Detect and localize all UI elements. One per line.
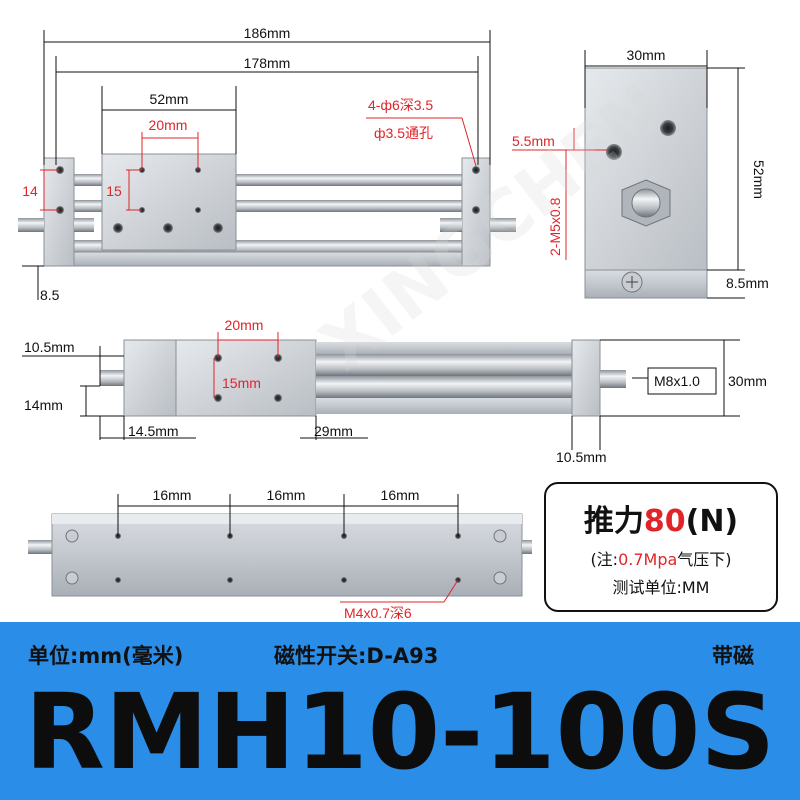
right-stopper — [440, 218, 462, 232]
spec-box: 推力80(N) (注:0.7Mpa气压下) 测试单位:MM — [544, 482, 778, 612]
end-plate — [584, 67, 708, 275]
pressure-note: (注:0.7Mpa气压下) — [546, 546, 776, 570]
hole — [606, 144, 622, 160]
dim-left-height: 14 — [22, 183, 38, 199]
hole — [227, 577, 233, 583]
dim-side-left-gap: 10.5mm — [24, 339, 75, 355]
hole-note-line2: ф3.5通孔 — [374, 125, 433, 141]
dim-bottom-offset: 8.5 — [40, 287, 60, 303]
dim-side-thread: M8x1.0 — [654, 373, 700, 389]
left-end-block — [123, 339, 177, 417]
force-rating: 推力80(N) — [546, 496, 776, 540]
hole — [660, 120, 676, 136]
magnetic-switch-label: 磁性开关:D-A93 — [274, 644, 439, 668]
right-port-fitting — [522, 540, 532, 554]
dim-rail-length: 178mm — [244, 55, 291, 71]
rod — [316, 354, 572, 376]
dim-bottom-pitch-1: 16mm — [153, 487, 192, 503]
dim-overall-length: 186mm — [244, 25, 291, 41]
hole-note-line1: 4-ф6深3.5 — [368, 97, 433, 113]
bottom-rail — [316, 398, 572, 414]
right-port-fitting — [490, 218, 516, 232]
note-suffix: 气压下) — [677, 550, 732, 569]
dim-slider-length: 52mm — [150, 91, 189, 107]
hole — [214, 394, 222, 402]
screw — [65, 571, 79, 585]
dim-side-right-gap: 10.5mm — [556, 449, 607, 465]
hole — [472, 206, 480, 214]
model-number: RMH10-100S — [24, 671, 776, 793]
slider-block — [101, 153, 237, 251]
hole — [472, 166, 480, 174]
bottom-view: 16mm 16mm 16mm M4x0.7深6 — [28, 487, 532, 621]
top-rail — [316, 342, 572, 354]
dim-end-height: 52mm — [751, 160, 767, 199]
left-port-fitting — [100, 370, 124, 386]
dim-end-width: 30mm — [627, 47, 666, 63]
force-value: 80 — [643, 504, 686, 539]
screw — [493, 529, 507, 543]
bottom-plate-edge — [52, 514, 522, 524]
bottom-plate — [51, 513, 523, 597]
magnet-label: 带磁 — [712, 644, 754, 668]
rod — [316, 376, 572, 398]
note-value: 0.7Mpa — [618, 550, 678, 569]
left-port-fitting — [28, 540, 52, 554]
screw — [65, 529, 79, 543]
screw — [113, 223, 123, 233]
dim-bottom-pitch-3: 16mm — [381, 487, 420, 503]
left-stopper — [74, 218, 94, 232]
test-unit-label: 测试单位:MM — [612, 578, 710, 597]
dim-hole-pitch: 20mm — [149, 117, 188, 133]
left-port-fitting — [18, 218, 44, 232]
force-label: 推力 — [583, 504, 644, 539]
end-base — [584, 269, 708, 299]
hole — [274, 394, 282, 402]
dim-bottom-pitch-2: 16mm — [267, 487, 306, 503]
side-view: 20mm 15mm 10.5mm 14mm 14.5mm 29mm 10.5mm… — [22, 317, 767, 465]
screw — [213, 223, 223, 233]
dim-side-block-width: 29mm — [314, 423, 353, 439]
note-prefix: (注: — [590, 550, 619, 569]
bottom-hole-note: M4x0.7深6 — [344, 605, 412, 621]
right-end-block — [571, 339, 601, 417]
unit-label: 单位:mm(毫米) — [28, 644, 184, 668]
dim-side-left-width: 14.5mm — [128, 423, 179, 439]
force-unit: (N) — [685, 504, 739, 539]
dim-side-hole-pitch-v: 15mm — [222, 375, 261, 391]
end-view: 30mm 5.5mm 2-M5x0.8 52mm 8.5mm — [512, 47, 769, 299]
screw — [493, 571, 507, 585]
dim-side-hole-pitch-h: 20mm — [225, 317, 264, 333]
dim-hole-offset: 5.5mm — [512, 133, 555, 149]
dim-side-height: 30mm — [728, 373, 767, 389]
thread-callout-box — [647, 367, 717, 395]
dim-base-height: 8.5mm — [726, 275, 769, 291]
hole — [195, 207, 201, 213]
dim-hole-spacing: 15 — [106, 183, 122, 199]
dim-side-left-height: 14mm — [24, 397, 63, 413]
screw — [163, 223, 173, 233]
dim-thread-spec: 2-M5x0.8 — [547, 197, 563, 256]
port-fitting — [631, 188, 661, 218]
top-view: 186mm 178mm 52mm 20mm 14 15 8.5 4-ф6深3.5… — [18, 25, 516, 303]
hole — [115, 577, 121, 583]
right-port-fitting — [600, 370, 626, 388]
model-banner: 单位:mm(毫米) 磁性开关:D-A93 带磁 — [0, 622, 800, 800]
hole — [341, 577, 347, 583]
